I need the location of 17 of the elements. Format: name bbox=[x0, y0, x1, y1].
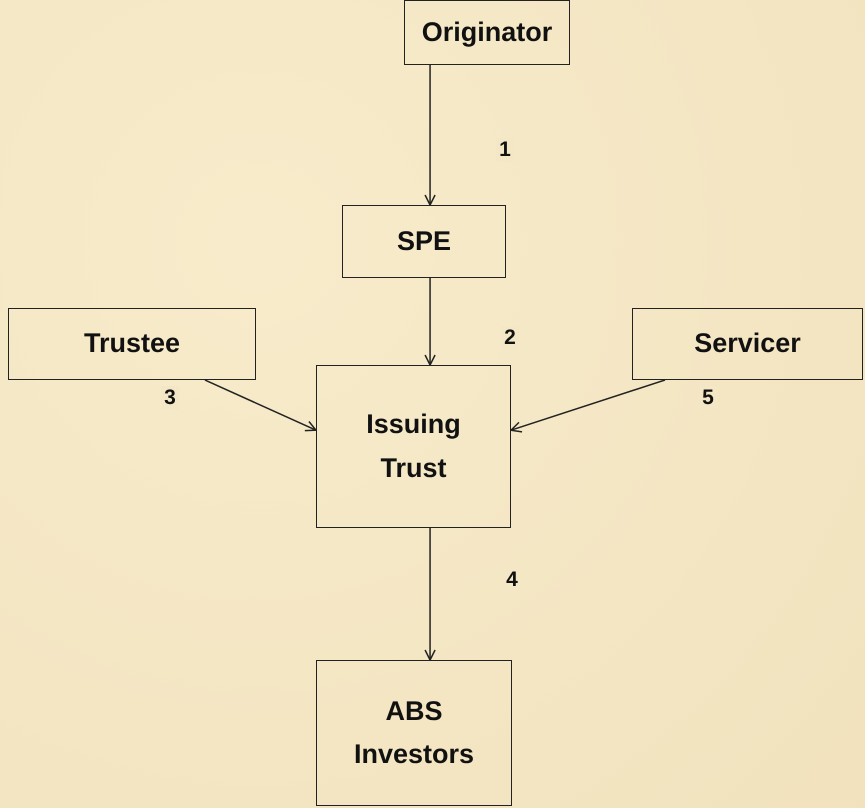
process-box bbox=[316, 365, 511, 528]
box-label: Originator bbox=[422, 16, 552, 49]
arrow bbox=[424, 65, 436, 206]
process-box bbox=[342, 205, 506, 278]
process-box bbox=[632, 308, 863, 380]
process-box bbox=[316, 660, 512, 806]
box-label: Issuing Trust bbox=[365, 408, 462, 484]
box-label: ABS Investors bbox=[352, 694, 476, 771]
arrow bbox=[424, 278, 436, 366]
process-box bbox=[404, 0, 570, 65]
box-label: Trustee bbox=[84, 327, 180, 360]
arrow bbox=[424, 528, 436, 661]
process-box bbox=[8, 308, 256, 380]
arrow bbox=[204, 379, 317, 432]
box-label: SPE bbox=[396, 224, 452, 258]
box-label: Servicer bbox=[694, 327, 801, 360]
arrow bbox=[510, 379, 666, 433]
